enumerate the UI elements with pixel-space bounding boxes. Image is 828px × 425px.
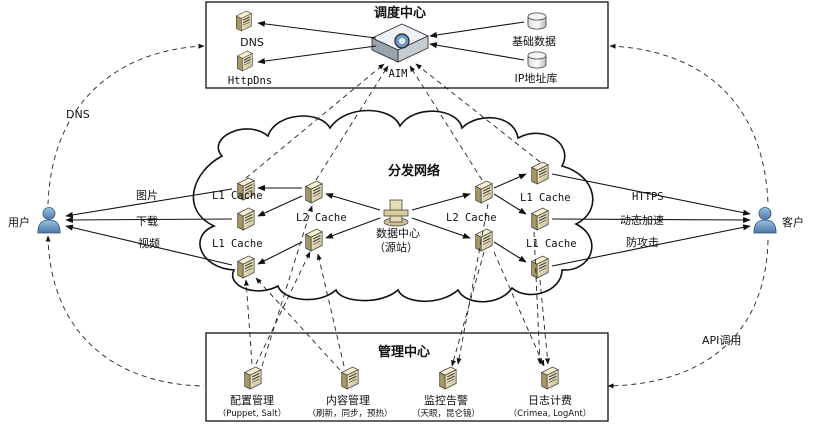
anti-attack-flow-arrow xyxy=(551,224,751,267)
monitoring-label: 监控告警 xyxy=(424,393,468,407)
aim-to-httpdns-arrow xyxy=(257,45,377,65)
aim-to-dns-arrow xyxy=(257,20,377,39)
base-data-db-icon xyxy=(527,12,547,30)
dynamic-accel-flow-arrow xyxy=(551,216,751,224)
download-flow-arrow xyxy=(65,216,233,224)
aim-scanner-icon xyxy=(370,23,430,63)
anti-attack-label: 防攻击 xyxy=(626,235,659,249)
management-center: 管理中心 配置管理 （Puppet, Salt） 内容管理 （刷新，同步，预热）… xyxy=(205,332,609,422)
right-l2-cache-label: L2 Cache xyxy=(446,212,497,224)
network-title: 分发网络 xyxy=(388,163,440,179)
aim-label: AIM xyxy=(389,68,408,80)
customer-label: 客户 xyxy=(782,215,804,229)
config-mgmt-tools-label: （Puppet, Salt） xyxy=(218,408,286,419)
base-data-to-aim-arrow xyxy=(429,21,525,39)
management-dashed-arrows xyxy=(243,203,550,371)
aim-report-dashed-arrows xyxy=(245,63,541,181)
https-flow-arrow xyxy=(551,173,751,216)
config-mgmt-label: 配置管理 xyxy=(230,393,274,407)
dns-link-label: DNS xyxy=(66,108,90,121)
video-label: 视频 xyxy=(138,236,160,250)
dispatch-center: 调度中心 DNS HttpDns AIM 基础数据 IP地址库 xyxy=(205,1,609,89)
network-internal-arrows xyxy=(257,173,527,265)
billing-label: 日志计费 xyxy=(528,394,572,407)
download-label: 下载 xyxy=(136,215,158,228)
management-title: 管理中心 xyxy=(378,344,430,360)
ip-library-db-icon xyxy=(527,51,547,69)
origin-datacenter-icon xyxy=(383,199,409,227)
api-call-label: API调用 xyxy=(702,334,741,347)
dispatch-title: 调度中心 xyxy=(374,5,426,21)
content-mgmt-label: 内容管理 xyxy=(326,393,370,407)
left-l1-cache-label: L1 Cache xyxy=(212,190,263,202)
left-l1-cache-label: L1 Cache xyxy=(212,238,263,250)
image-label: 图片 xyxy=(136,189,158,202)
content-mgmt-tools-label: （刷新，同步，预热） xyxy=(307,408,392,419)
dynamic-accel-label: 动态加速 xyxy=(620,214,664,227)
video-flow-arrow xyxy=(65,224,233,266)
user-label: 用户 xyxy=(8,215,30,229)
ip-library-label: IP地址库 xyxy=(515,71,558,85)
left-l2-cache-label: L2 Cache xyxy=(296,212,347,224)
https-label: HTTPS xyxy=(632,191,664,203)
base-data-label: 基础数据 xyxy=(512,34,556,48)
iplib-to-aim-arrow xyxy=(429,42,525,61)
origin-label: 数据中心 xyxy=(376,226,420,240)
user-person-icon xyxy=(37,207,61,234)
billing-tools-label: （Crimea, LogAnt） xyxy=(509,408,592,419)
right-l1-cache-label: L1 Cache xyxy=(526,238,577,250)
origin-sub-label: （源站） xyxy=(374,240,418,254)
httpdns-label: HttpDns xyxy=(228,75,272,87)
right-l1-cache-label: L1 Cache xyxy=(520,192,571,204)
customer-person-icon xyxy=(753,207,777,234)
outer-dashed-links xyxy=(45,43,769,389)
dns-label: DNS xyxy=(240,36,264,49)
monitoring-tools-label: （天眼，昆仑镜） xyxy=(412,408,480,419)
image-flow-arrow xyxy=(65,188,233,218)
